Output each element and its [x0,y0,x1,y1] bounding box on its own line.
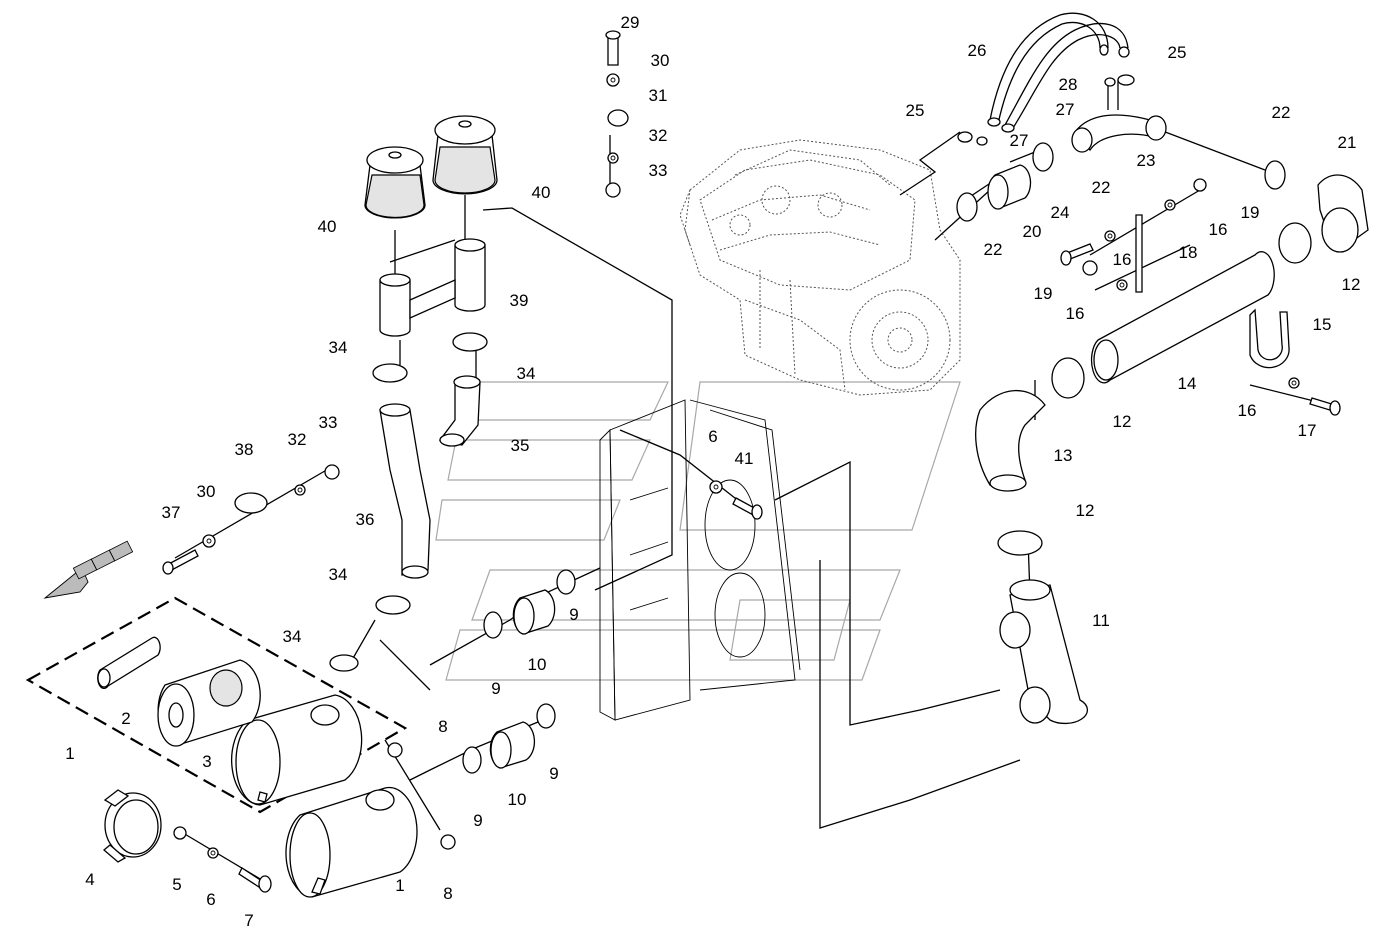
callout-22: 22 [984,240,1003,259]
callout-12: 12 [1076,501,1095,520]
mounting-frame [599,399,801,721]
callout-22: 22 [1092,178,1111,197]
callout-32: 32 [649,126,668,145]
direction-arrow-icon [43,540,134,599]
callout-1: 1 [65,744,74,763]
filter-cartridge [157,659,261,747]
callout-40: 40 [318,217,337,236]
callout-6: 6 [708,427,717,446]
elbow-pipe-21 [1317,174,1369,253]
callout-1: 1 [395,876,404,895]
callout-8: 8 [443,884,452,903]
callout-33: 33 [319,413,338,432]
callout-41: 41 [735,449,754,468]
pre-cleaner-right [432,115,498,195]
callout-30: 30 [197,482,216,501]
callout-9: 9 [549,764,558,783]
callout-34: 34 [329,565,348,584]
pipe-bracket-15 [1249,308,1290,369]
callout-34: 34 [329,338,348,357]
elbow-pipe-23 [1071,114,1167,153]
callout-26: 26 [968,41,987,60]
mounting-clamp-band [102,789,162,863]
part-callout-labels: 2930313233262825272527232222212422191620… [65,13,1360,930]
callout-8: 8 [438,717,447,736]
callout-33: 33 [649,161,668,180]
breather-hoses [957,12,1135,146]
callout-27: 27 [1010,131,1029,150]
callout-16: 16 [1113,250,1132,269]
callout-9: 9 [473,811,482,830]
callout-29: 29 [621,13,640,32]
callout-31: 31 [649,86,668,105]
hose-connectors [234,332,576,774]
callout-19: 19 [1034,284,1053,303]
intake-hose-short [438,375,481,447]
hose-clamps-12 [997,222,1312,556]
engine-assembly [679,139,961,396]
callout-35: 35 [511,436,530,455]
callout-27: 27 [1056,100,1075,119]
callout-2: 2 [121,709,130,728]
callout-16: 16 [1238,401,1257,420]
air-filter-housing-upper [231,694,363,806]
callout-28: 28 [1059,75,1078,94]
callout-25: 25 [906,101,925,120]
callout-37: 37 [162,503,181,522]
callout-21: 21 [1338,133,1357,152]
callout-38: 38 [235,440,254,459]
callout-5: 5 [172,875,181,894]
safety-filter-element [97,636,161,690]
callout-6: 6 [206,890,215,909]
callout-12: 12 [1342,275,1361,294]
callout-22: 22 [1272,103,1291,122]
air-pipe-14 [1090,251,1275,384]
callout-7: 7 [244,911,253,930]
callout-34: 34 [517,364,536,383]
callout-30: 30 [651,51,670,70]
fasteners [162,30,1341,893]
callout-19: 19 [1241,203,1260,222]
callout-20: 20 [1023,222,1042,241]
callout-16: 16 [1066,304,1085,323]
kit-outline [25,596,408,814]
callout-36: 36 [356,510,375,529]
y-pipe-11 [999,579,1089,725]
callout-10: 10 [508,790,527,809]
callout-15: 15 [1313,315,1332,334]
callout-24: 24 [1051,203,1070,222]
elbow-pipe-13 [975,389,1046,492]
air-filter-housing-lower [285,786,418,898]
watermark-logo [435,381,961,681]
callout-14: 14 [1178,374,1197,393]
callout-40: 40 [532,183,551,202]
callout-4: 4 [85,870,94,889]
callout-13: 13 [1054,446,1073,465]
intake-hose-long [379,403,431,579]
callout-16: 16 [1209,220,1228,239]
callout-17: 17 [1298,421,1317,440]
callout-18: 18 [1179,243,1198,262]
callout-11: 11 [1092,611,1110,630]
callout-3: 3 [202,752,211,771]
pre-cleaner-left [364,146,426,219]
callout-23: 23 [1137,151,1156,170]
connecting-sleeve-24 [987,164,1032,210]
callout-10: 10 [528,655,547,674]
callout-34: 34 [283,627,302,646]
callout-12: 12 [1113,412,1132,431]
callout-9: 9 [491,679,500,698]
callout-32: 32 [288,430,307,449]
callout-39: 39 [510,291,529,310]
hose-clamps-22 [956,142,1286,222]
callout-25: 25 [1168,43,1187,62]
intake-manifold-pipe [379,238,486,337]
callout-9: 9 [569,605,578,624]
